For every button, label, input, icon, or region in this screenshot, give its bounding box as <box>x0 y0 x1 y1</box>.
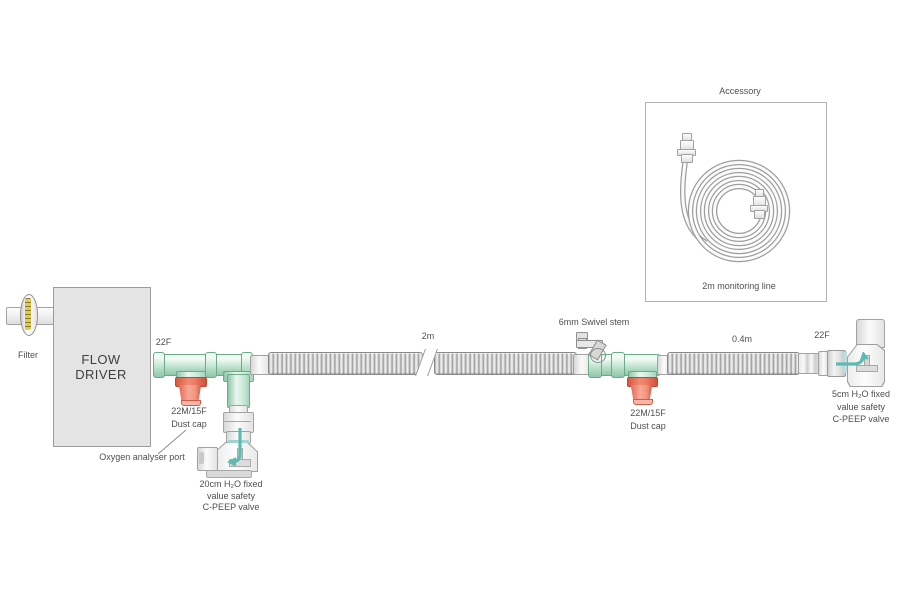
label-accessory: Accessory <box>719 86 761 96</box>
label-dust-cap-left: 22M/15F Dust cap <box>143 405 235 431</box>
tpiece-left-ring-b <box>205 352 217 378</box>
peep20-outlet-opening <box>199 452 204 464</box>
label-peep5-line2: value safety <box>836 401 886 412</box>
flow-driver-label: FLOW DRIVER <box>53 352 149 382</box>
dust-cap-left-rim <box>181 400 201 406</box>
label-peep5-line1: 5cm H₂O fixed <box>831 389 890 399</box>
label-peep20-line2: value safety <box>206 490 256 501</box>
peep5-flow-arrow <box>836 352 869 366</box>
peep20-base-plate <box>206 470 252 478</box>
peep20-connector-groove <box>224 421 251 422</box>
filter-label: Filter <box>18 350 38 360</box>
label-22f-left: 22F <box>155 337 172 347</box>
label-dust-cap-right: 22M/15F Dust cap <box>602 407 694 433</box>
label-2m: 2m <box>421 331 435 341</box>
label-monitoring-line: 2m monitoring line <box>702 281 776 291</box>
peep20-flow-arrow <box>227 428 242 466</box>
label-04m: 0.4m <box>731 334 752 344</box>
label-peep20-line1: 20cm H₂O fixed <box>199 479 263 489</box>
filter-scale-stripe <box>25 298 31 330</box>
monitoring-line-coil <box>679 155 791 263</box>
label-peep5: 5cm H₂O fixed value safety C-PEEP valve <box>798 388 900 426</box>
label-dust-cap-right-line1: 22M/15F <box>630 408 666 418</box>
label-peep5-line3: C-PEEP valve <box>832 414 890 424</box>
label-peep20-line3: C-PEEP valve <box>202 502 260 512</box>
monitoring-connector-b-stub <box>754 210 765 219</box>
dust-cap-left-body <box>178 385 202 401</box>
flow-driver-label-line2: DRIVER <box>75 367 127 382</box>
dust-cap-right-rim <box>633 399 653 405</box>
swivel-stem-collar <box>590 348 606 363</box>
label-dust-cap-left-line1: 22M/15F <box>171 406 207 416</box>
label-22f-right: 22F <box>814 330 830 340</box>
tpiece-left-ring-a <box>153 352 165 378</box>
label-dust-cap-right-line2: Dust cap <box>630 421 666 431</box>
dust-cap-right-body <box>630 385 653 400</box>
monitoring-connector-a-stub <box>681 154 693 163</box>
accessory-panel <box>645 102 827 302</box>
peep5-mechanism-base <box>856 365 878 372</box>
label-oxygen-port: Oxygen analyser port <box>99 452 185 462</box>
flow-driver-box <box>53 287 151 447</box>
mid-connector-ring-b <box>611 352 625 378</box>
label-peep20: 20cm H₂O fixed value safety C-PEEP valve <box>166 479 296 514</box>
flow-driver-label-line1: FLOW <box>81 352 121 367</box>
label-swivel-stem: 6mm Swivel stem <box>558 317 630 327</box>
label-dust-cap-left-line2: Dust cap <box>171 419 207 429</box>
